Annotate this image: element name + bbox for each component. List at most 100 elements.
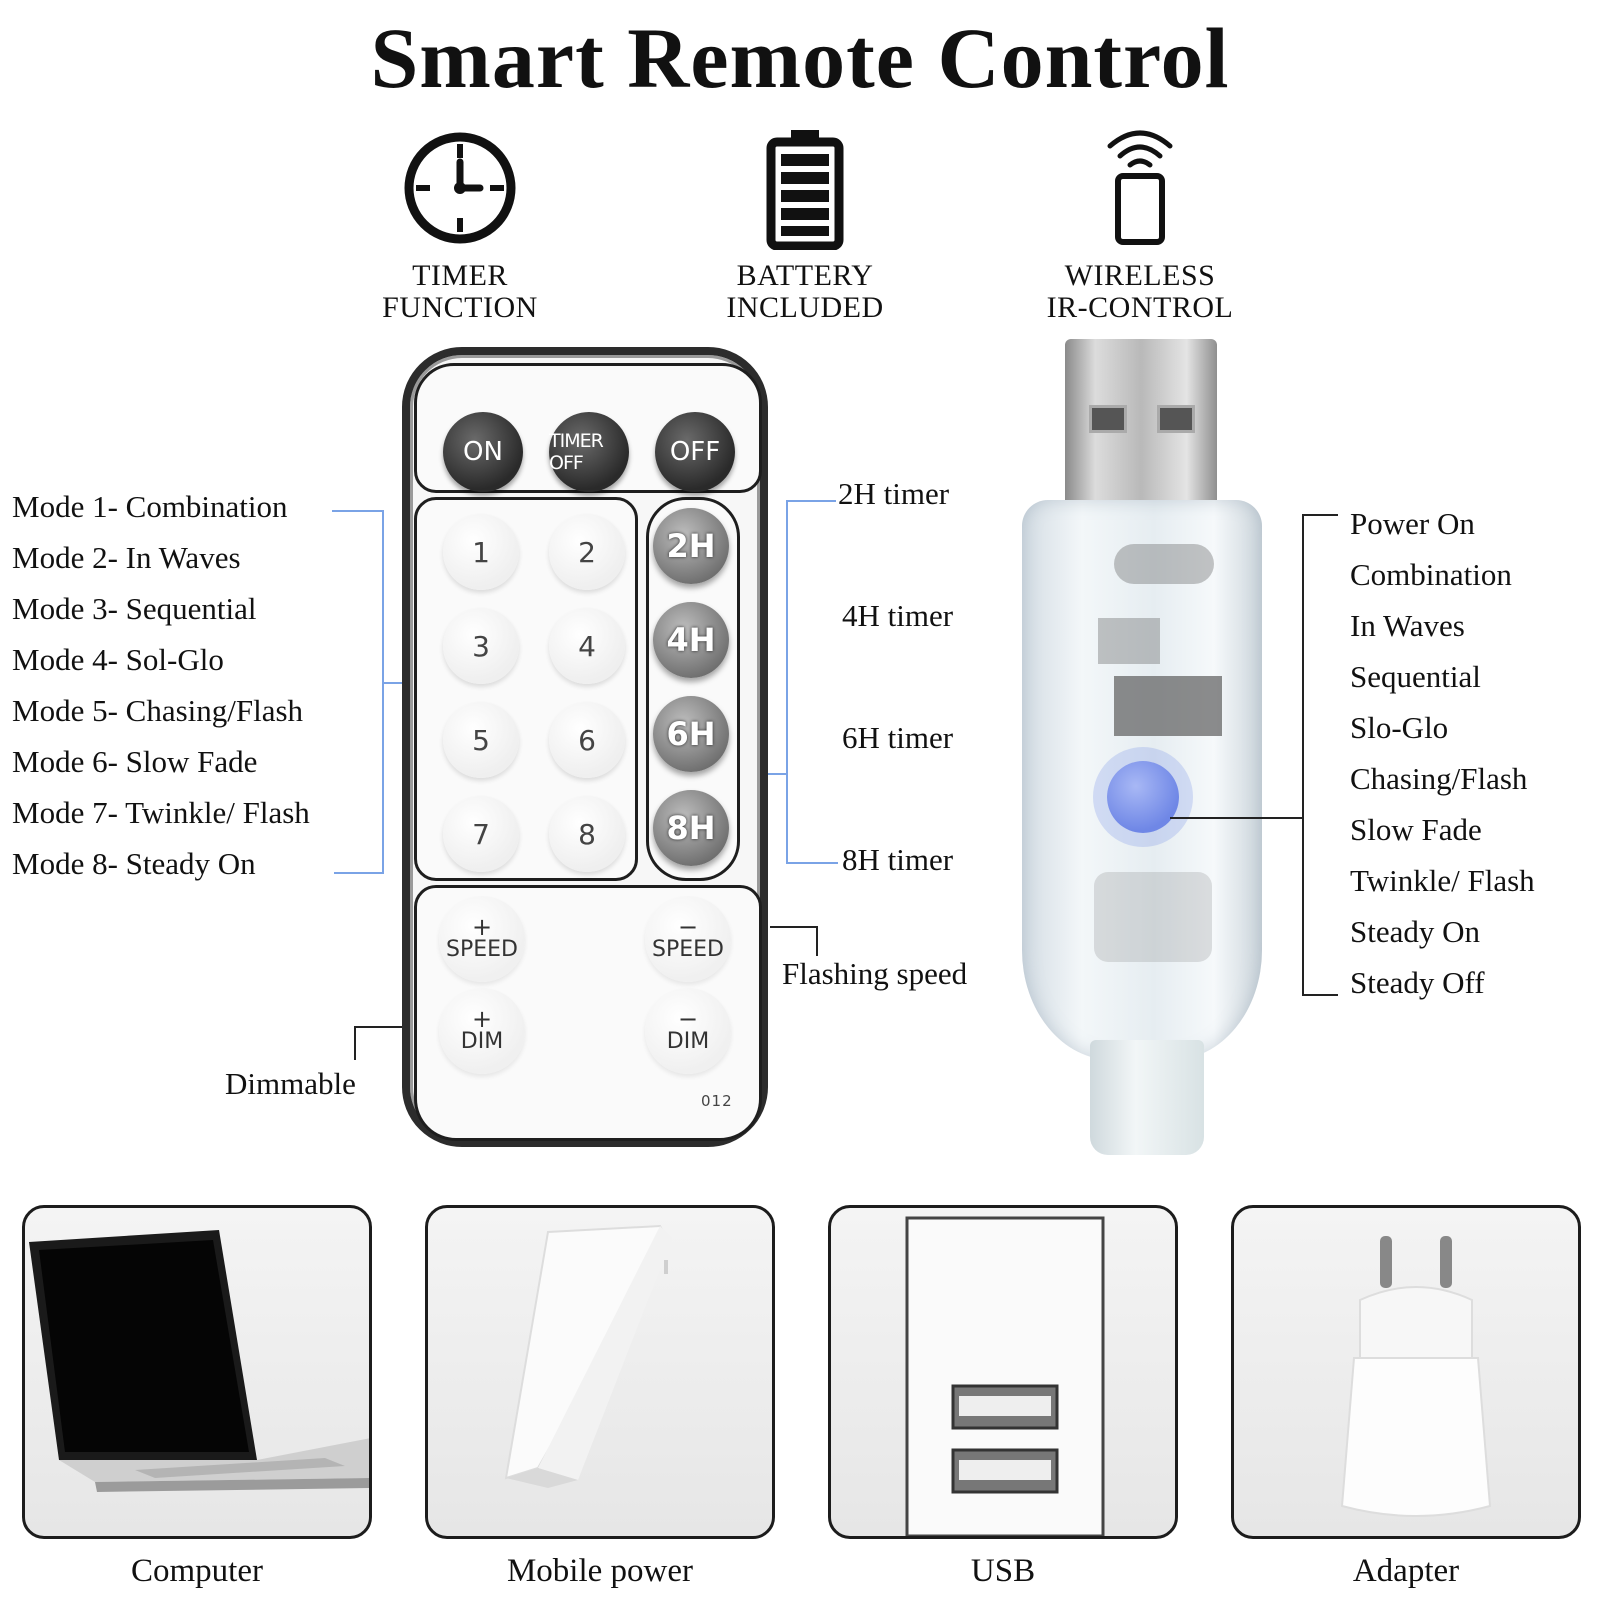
timer-6h-button[interactable]: 6H	[653, 696, 729, 772]
controller-mode-label: Sequential	[1350, 659, 1481, 694]
wireless-remote-icon	[1107, 130, 1173, 245]
dim-leader-v	[354, 1026, 356, 1060]
dimmable-label: Dimmable	[225, 1066, 356, 1101]
dim-up-button[interactable]: + DIM	[439, 988, 525, 1074]
controller-mode-label: Slo-Glo	[1350, 710, 1449, 745]
mode-6-button[interactable]: 6	[549, 702, 625, 778]
controller-mode-label: Twinkle/ Flash	[1350, 863, 1535, 898]
battery-icon	[766, 130, 844, 250]
usb-cable-connector	[1090, 1040, 1204, 1155]
dim-down-button[interactable]: − DIM	[645, 988, 731, 1074]
feature-line1: TIMER	[412, 259, 508, 292]
feature-timer: TIMER FUNCTION	[330, 128, 590, 328]
mode-label: Mode 4- Sol-Glo	[12, 642, 224, 677]
laptop-icon	[29, 1230, 369, 1492]
speed-up-label: SPEED	[446, 937, 518, 962]
controller-mode-label: Chasing/Flash	[1350, 761, 1528, 796]
usb-controller-chip	[1114, 676, 1222, 736]
mode-number-panel: 1 2 3 4 5 6 7 8	[414, 497, 638, 881]
timer-panel: 2H 4H 6H 8H	[646, 497, 740, 881]
controller-bracket-top	[1302, 514, 1338, 516]
controller-mode-label: Slow Fade	[1350, 812, 1482, 847]
minus-icon: −	[677, 1005, 699, 1033]
flashing-speed-label: Flashing speed	[782, 956, 968, 991]
usb-controller-component	[1114, 544, 1214, 584]
feature-line2: IR-CONTROL	[1046, 291, 1234, 324]
mode-label: Mode 2- In Waves	[12, 540, 241, 575]
mode-5-button[interactable]: 5	[443, 702, 519, 778]
feature-line2: FUNCTION	[382, 291, 538, 324]
power-source-card-usb	[828, 1205, 1178, 1539]
mode-label: Mode 1- Combination	[12, 489, 288, 524]
usb-plug-hole	[1089, 405, 1127, 433]
mode-label: Mode 6- Slow Fade	[12, 744, 258, 779]
mode-label: Mode 7- Twinkle/ Flash	[12, 795, 310, 830]
mode-label: Mode 3- Sequential	[12, 591, 257, 626]
speed-down-label: SPEED	[652, 937, 724, 962]
plus-icon: +	[471, 1005, 493, 1033]
usb-plug-metal	[1065, 339, 1217, 501]
controller-bracket-pointer	[1170, 817, 1304, 819]
speed-leader-h	[770, 926, 818, 928]
timer-label: 6H timer	[842, 720, 954, 755]
controller-bracket-vertical	[1302, 514, 1304, 996]
usb-plug-hole	[1157, 405, 1195, 433]
speed-down-button[interactable]: − SPEED	[645, 896, 731, 982]
mode-1-button[interactable]: 1	[443, 514, 519, 590]
mode-2-button[interactable]: 2	[549, 514, 625, 590]
controller-mode-label: Combination	[1350, 557, 1512, 592]
timer-label: 8H timer	[842, 842, 954, 877]
model-number: 012	[701, 1092, 733, 1110]
power-panel: ON TIMER OFF OFF	[414, 363, 762, 493]
dim-leader-h	[354, 1026, 404, 1028]
usb-socket-icon	[905, 1216, 1105, 1536]
timer-bracket-top	[786, 500, 836, 502]
mode-4-button[interactable]: 4	[549, 608, 625, 684]
page-title: Smart Remote Control	[370, 10, 1230, 106]
timer-bracket-bottom	[786, 862, 838, 864]
feature-line1: WIRELESS	[1064, 259, 1216, 292]
power-source-label: USB	[970, 1553, 1036, 1589]
clock-icon	[404, 132, 516, 244]
power-source-label: Adapter	[1352, 1553, 1460, 1589]
timer-label: 4H timer	[842, 598, 954, 633]
controller-mode-button[interactable]	[1107, 761, 1179, 833]
usb-controller-component	[1098, 618, 1160, 664]
usb-controller-component	[1094, 872, 1212, 962]
mode-label: Mode 8- Steady On	[12, 846, 256, 881]
feature-wireless: WIRELESS IR-CONTROL	[1000, 124, 1280, 328]
timer-bracket-vertical	[786, 500, 788, 864]
feature-battery: BATTERY INCLUDED	[670, 128, 940, 328]
power-source-label: Mobile power	[506, 1553, 694, 1589]
timer-8h-button[interactable]: 8H	[653, 790, 729, 866]
remote-control: ON TIMER OFF OFF 1 2 3 4 5 6 7 8 2H 4H 6…	[402, 347, 768, 1147]
timer-2h-button[interactable]: 2H	[653, 508, 729, 584]
power-source-label: Computer	[131, 1553, 263, 1589]
timer-label: 2H timer	[838, 476, 950, 511]
controller-mode-label: In Waves	[1350, 608, 1465, 643]
power-source-card-mobile-power	[425, 1205, 775, 1539]
mode-8-button[interactable]: 8	[549, 796, 625, 872]
off-button[interactable]: OFF	[655, 412, 735, 492]
power-source-card-computer	[22, 1205, 372, 1539]
mode-3-button[interactable]: 3	[443, 608, 519, 684]
mode-bracket-bottom	[334, 872, 384, 874]
timer-off-button[interactable]: TIMER OFF	[549, 412, 629, 492]
speed-up-button[interactable]: + SPEED	[439, 896, 525, 982]
power-adapter-icon	[1340, 1236, 1492, 1517]
mode-bracket-top	[332, 510, 384, 512]
power-source-card-adapter	[1231, 1205, 1581, 1539]
plus-icon: +	[471, 913, 493, 941]
speed-dim-panel: + SPEED − SPEED + DIM − DIM 012	[414, 885, 762, 1141]
mode-7-button[interactable]: 7	[443, 796, 519, 872]
feature-line2: INCLUDED	[726, 291, 884, 324]
controller-mode-label: Power On	[1350, 506, 1475, 541]
timer-4h-button[interactable]: 4H	[653, 602, 729, 678]
dim-down-label: DIM	[666, 1029, 710, 1054]
dim-up-label: DIM	[460, 1029, 504, 1054]
feature-line1: BATTERY	[736, 259, 874, 292]
on-button[interactable]: ON	[443, 412, 523, 492]
speed-leader-v	[816, 926, 818, 956]
controller-mode-label: Steady Off	[1350, 965, 1485, 1000]
mode-bracket-vertical	[382, 510, 384, 874]
